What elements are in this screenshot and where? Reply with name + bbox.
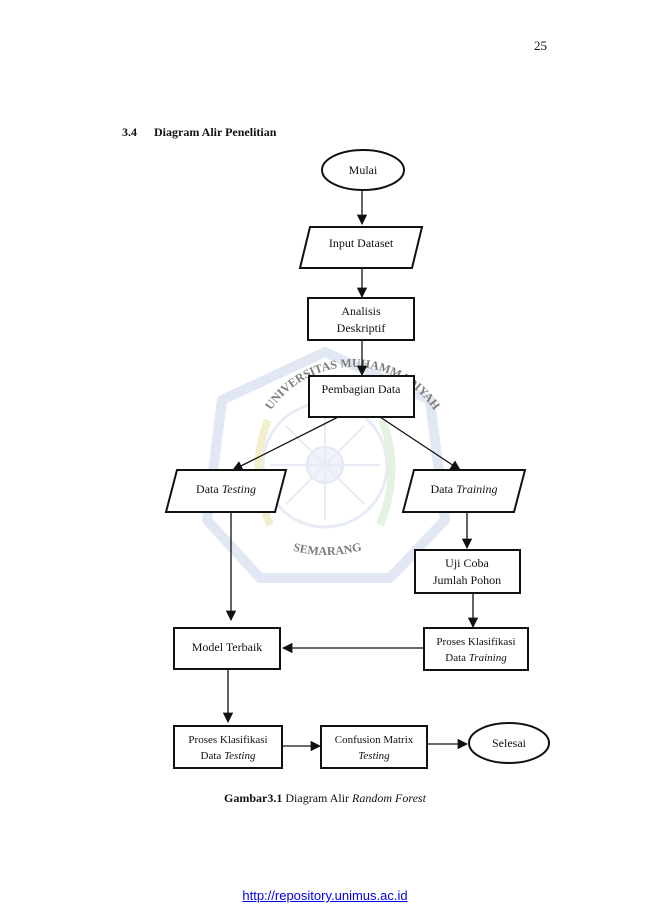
end-label: Selesai bbox=[492, 736, 527, 750]
classify-testing-label-1: Proses Klasifikasi bbox=[188, 734, 267, 746]
analysis-label-1: Analisis bbox=[341, 304, 381, 318]
data-split-node bbox=[308, 375, 415, 418]
page-number: 25 bbox=[534, 38, 547, 53]
figure-caption-italic: Random Forest bbox=[352, 791, 426, 805]
figure-caption-label: Gambar3.1 bbox=[224, 791, 283, 805]
data-training-node bbox=[401, 469, 527, 513]
section-number: 3.4 bbox=[122, 125, 137, 139]
figure-caption: Gambar3.1 Diagram Alir Random Forest bbox=[0, 791, 650, 806]
data-testing-label: Data Testing bbox=[196, 482, 256, 496]
start-label: Mulai bbox=[349, 163, 378, 177]
classify-testing-label-2: Data Testing bbox=[201, 750, 256, 762]
confusion-matrix-label-1: Confusion Matrix bbox=[335, 734, 414, 746]
data-training-label: Data Training bbox=[430, 482, 497, 496]
section-heading: 3.4 Diagram Alir Penelitian bbox=[122, 125, 276, 140]
tree-count-trial-label-2: Jumlah Pohon bbox=[433, 573, 501, 587]
best-model-node bbox=[173, 627, 281, 670]
tree-count-trial-node bbox=[414, 549, 521, 594]
figure-caption-text: Diagram Alir bbox=[282, 791, 353, 805]
data-testing-node bbox=[164, 469, 288, 513]
footer: http://repository.unimus.ac.id bbox=[0, 888, 650, 903]
analysis-node bbox=[307, 297, 415, 341]
classify-training-label-1: Proses Klasifikasi bbox=[436, 636, 515, 648]
tree-count-trial-label-1: Uji Coba bbox=[445, 556, 489, 570]
data-split-label: Pembagian Data bbox=[322, 382, 402, 396]
watermark-bottom-text: SEMARANG bbox=[292, 540, 363, 559]
repository-link[interactable]: http://repository.unimus.ac.id bbox=[242, 888, 408, 903]
svg-text:SEMARANG: SEMARANG bbox=[292, 540, 363, 559]
classify-testing-node bbox=[173, 725, 283, 769]
classify-training-label-2: Data Training bbox=[445, 652, 507, 664]
classify-training-node bbox=[423, 627, 529, 671]
input-dataset-node bbox=[298, 226, 424, 269]
confusion-matrix-label-2: Testing bbox=[358, 750, 390, 762]
confusion-matrix-node bbox=[320, 725, 428, 769]
analysis-label-2: Deskriptif bbox=[337, 321, 386, 335]
best-model-label: Model Terbaik bbox=[192, 640, 263, 654]
end-terminal bbox=[468, 722, 550, 764]
section-title: Diagram Alir Penelitian bbox=[154, 125, 277, 139]
start-terminal bbox=[321, 149, 405, 191]
input-dataset-label: Input Dataset bbox=[329, 236, 394, 250]
